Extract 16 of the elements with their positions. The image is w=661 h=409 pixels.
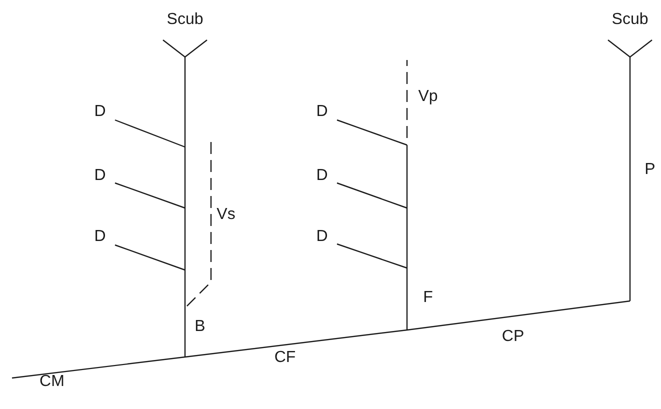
pipe-label: D: [316, 104, 328, 120]
pipe-label: Scub: [612, 12, 648, 28]
pipe-label: Vp: [418, 89, 438, 105]
pipe-label: D: [94, 168, 106, 184]
pipe-label: D: [316, 229, 328, 245]
pipe-label: CP: [502, 329, 524, 345]
pipe-label: Vs: [216, 207, 236, 223]
pipe-label: F: [423, 290, 433, 306]
pipe-label: D: [316, 168, 328, 184]
pipe-label: B: [194, 319, 206, 335]
pipe-label: D: [94, 229, 106, 245]
pipe-label: P: [644, 162, 656, 178]
pipe-label: CM: [40, 374, 64, 390]
pipe-label: D: [94, 104, 106, 120]
pipe-label: CF: [274, 350, 296, 366]
pipe-label: Scub: [166, 12, 204, 28]
